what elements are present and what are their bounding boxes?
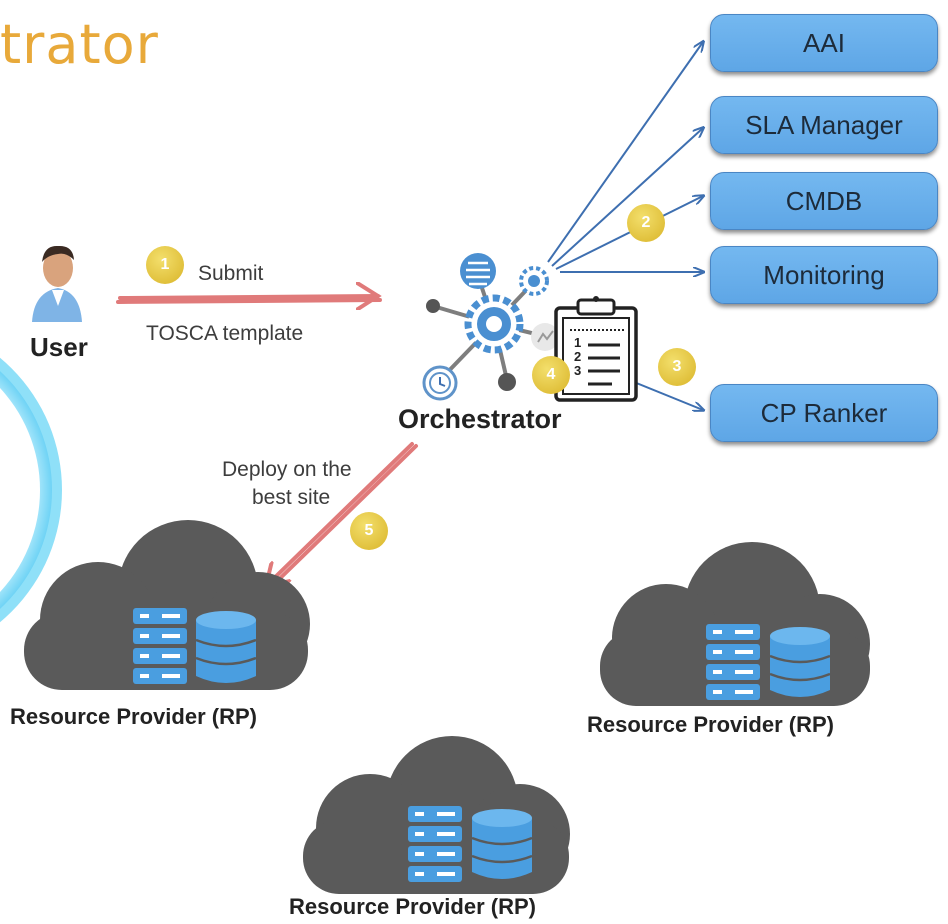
clipboard-item-1: 1 [574, 335, 582, 350]
submit-label: Submit [198, 262, 264, 285]
resource-provider-right-label: Resource Provider (RP) [587, 712, 834, 737]
step-badge-5: 5 [350, 512, 388, 550]
step-badge-4: 4 [532, 356, 570, 394]
servers-right [706, 624, 831, 700]
resource-provider-bottom-label: Resource Provider (RP) [289, 894, 536, 919]
deploy-label-line1: Deploy on the [222, 458, 352, 481]
service-box-aai: AAI [710, 14, 938, 72]
service-box-monitoring: Monitoring [710, 246, 938, 304]
step-badge-2: 2 [627, 204, 665, 242]
user-avatar-icon [32, 245, 82, 322]
user-flow-arrows [116, 296, 418, 590]
service-label-monitoring: Monitoring [763, 259, 885, 290]
submit-arrow [116, 296, 380, 302]
step-badge-3: 3 [658, 348, 696, 386]
service-label-sla-manager: SLA Manager [745, 109, 903, 140]
deploy-arrow [266, 442, 418, 590]
clipboard-item-2: 2 [574, 349, 582, 364]
orchestrator-label: Orchestrator [398, 404, 562, 434]
orchestrator-network-icon [422, 253, 559, 401]
step-badge-1: 1 [146, 246, 184, 284]
server-database-icons [133, 608, 831, 882]
service-label-cp-ranker: CP Ranker [760, 397, 888, 428]
resource-provider-left-label: Resource Provider (RP) [10, 704, 257, 729]
clipboard-icon [554, 296, 638, 402]
deploy-label-line2: best site [252, 486, 331, 509]
servers-bottom [408, 806, 533, 882]
service-label-cmdb: CMDB [785, 185, 863, 216]
cyan-halo-decoration [0, 357, 62, 623]
cloud-left [24, 520, 310, 690]
clipboard-item-3: 3 [574, 363, 582, 378]
service-box-cmdb: CMDB [710, 172, 938, 230]
servers-left [133, 608, 257, 684]
arrow-to-aai [547, 42, 703, 263]
tosca-template-label: TOSCA template [146, 322, 304, 345]
arrow-to-sla-manager [551, 128, 703, 267]
service-label-aai: AAI [803, 27, 845, 58]
user-label: User [30, 332, 88, 362]
page-title: trator [0, 13, 159, 76]
service-box-sla-manager: SLA Manager [710, 96, 938, 154]
service-box-cp-ranker: CP Ranker [710, 384, 938, 442]
